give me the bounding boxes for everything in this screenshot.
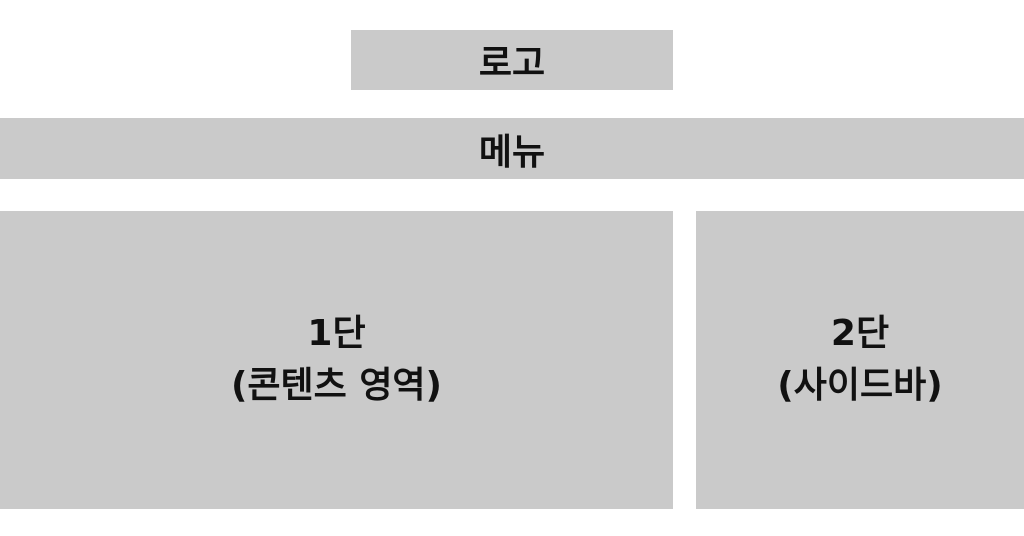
content-column-subtitle: (콘텐츠 영역)	[230, 365, 443, 406]
menu-bar: 메뉴	[0, 118, 1024, 179]
menu-label: 메뉴	[478, 131, 546, 173]
content-column: 1단 (콘텐츠 영역)	[0, 211, 673, 509]
sidebar-column-subtitle: (사이드바)	[777, 365, 943, 406]
sidebar-column: 2단 (사이드바)	[696, 211, 1024, 509]
logo-area: 로고	[351, 30, 673, 90]
sidebar-column-title: 2단	[830, 313, 890, 354]
content-column-title: 1단	[307, 313, 366, 354]
logo-label: 로고	[478, 43, 546, 84]
